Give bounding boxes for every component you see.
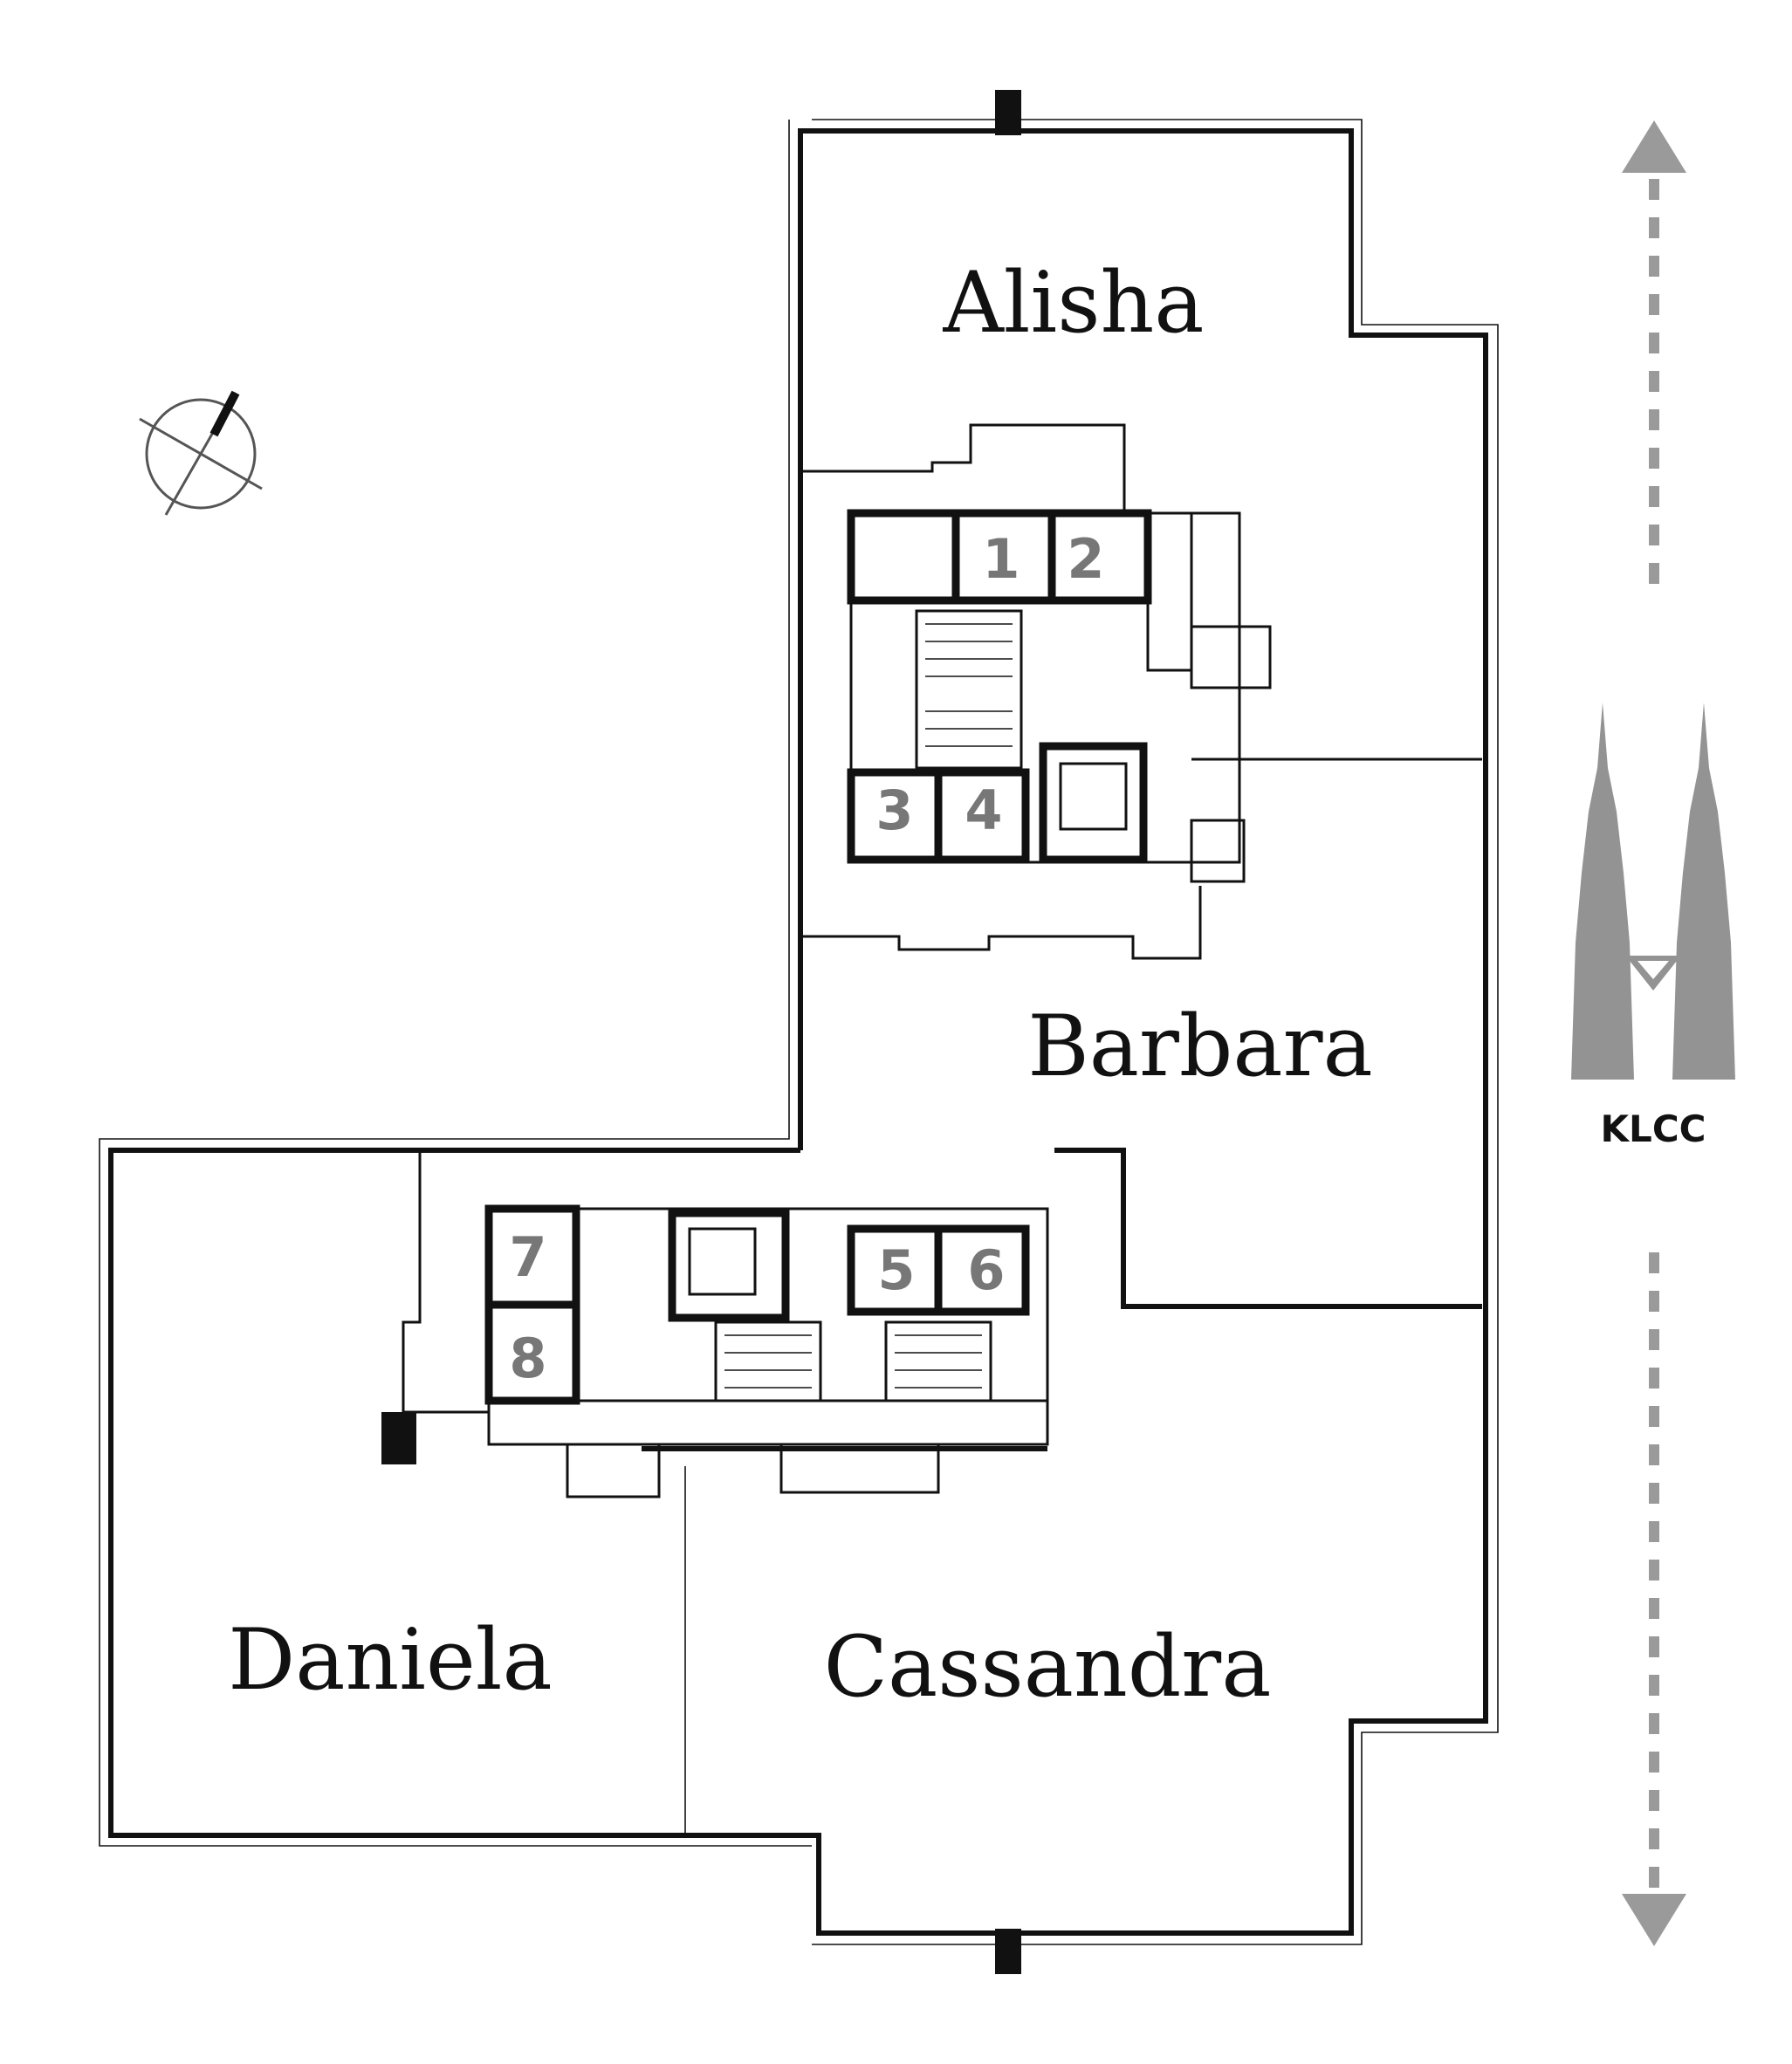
lower-core bbox=[484, 1204, 1049, 1498]
interior-walls bbox=[381, 423, 1482, 1835]
stairs-upper bbox=[915, 609, 1023, 770]
upper-core bbox=[847, 509, 1272, 883]
lift-numbers: 1 2 3 4 5 6 7 8 bbox=[509, 527, 1104, 1390]
lift-number-5: 5 bbox=[877, 1238, 915, 1302]
double-arrow-icon bbox=[1622, 120, 1686, 1946]
room-label-barbara: Barbara bbox=[1027, 998, 1372, 1095]
north-compass-icon bbox=[139, 390, 263, 516]
twin-towers-icon bbox=[1571, 703, 1735, 1080]
lift-number-7: 7 bbox=[509, 1225, 546, 1289]
building-outline bbox=[99, 90, 1499, 1974]
room-label-alisha: Alisha bbox=[942, 254, 1204, 352]
lift-number-6: 6 bbox=[967, 1238, 1005, 1302]
stairs-lower bbox=[714, 1320, 992, 1402]
lift-number-2: 2 bbox=[1067, 527, 1104, 591]
landmark-label: KLCC bbox=[1601, 1107, 1706, 1150]
lift-number-4: 4 bbox=[965, 778, 1002, 842]
lift-number-8: 8 bbox=[509, 1327, 546, 1390]
lift-number-1: 1 bbox=[982, 527, 1020, 591]
room-label-cassandra: Cassandra bbox=[824, 1618, 1272, 1716]
room-labels: Alisha Barbara Cassandra Daniela bbox=[228, 254, 1372, 1716]
lift-number-3: 3 bbox=[875, 778, 913, 842]
room-label-daniela: Daniela bbox=[228, 1611, 552, 1709]
